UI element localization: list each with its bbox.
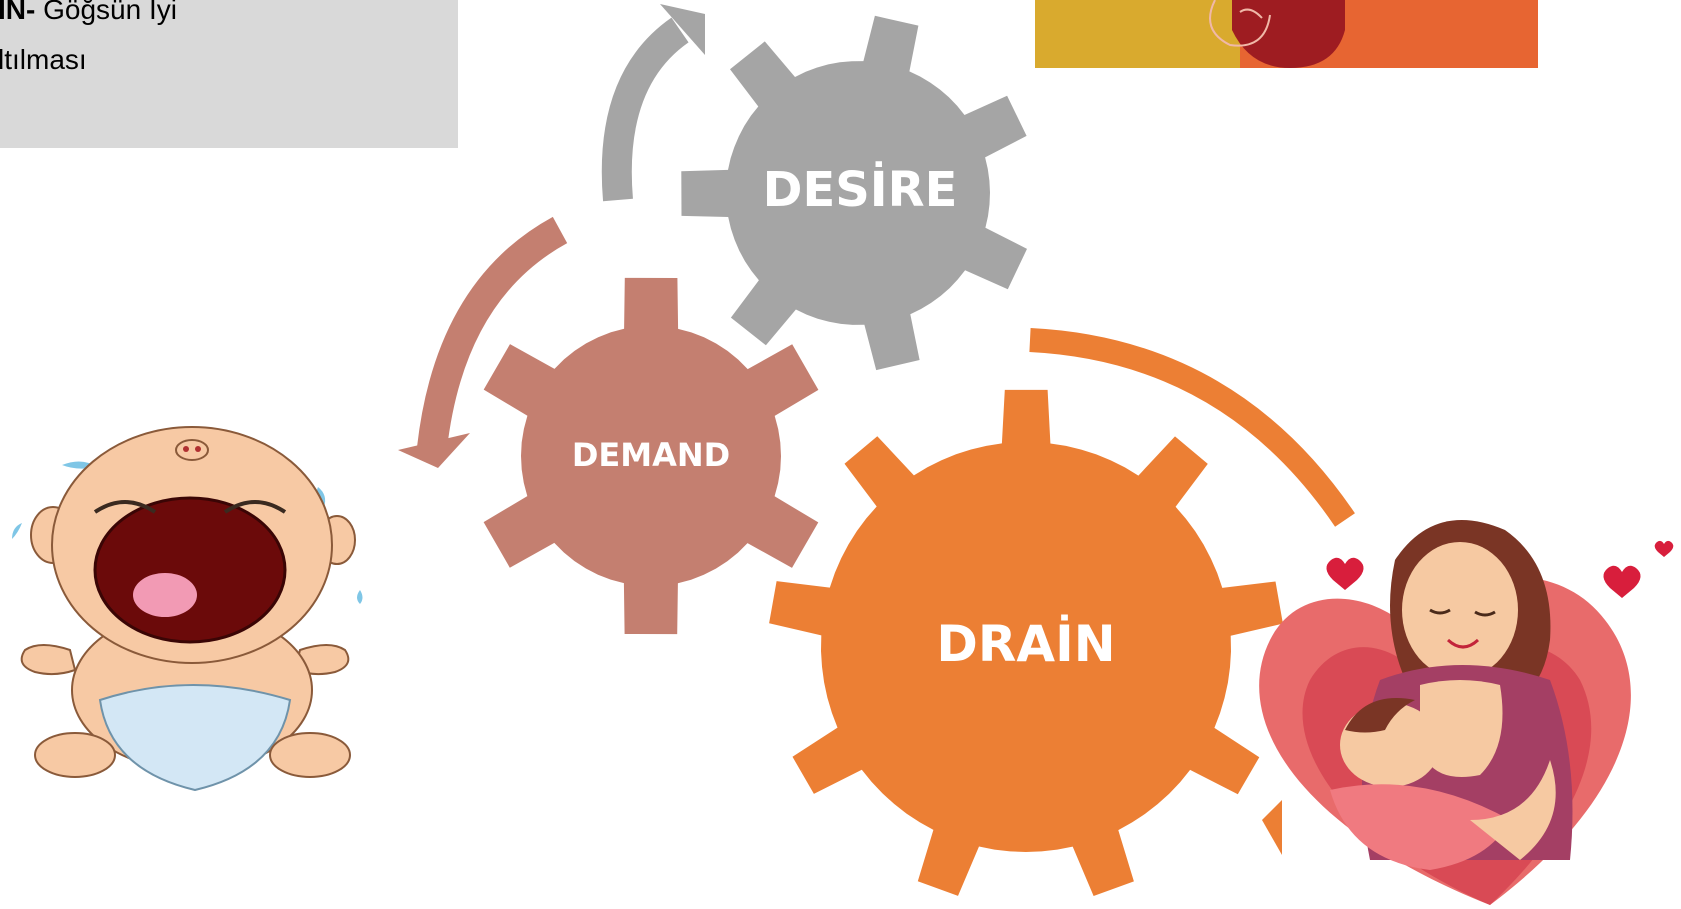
info-text-rest: Göğsün İyi — [35, 0, 177, 25]
desire-gear-label: DESİRE — [763, 161, 958, 218]
info-text-bold: IN- — [0, 0, 36, 25]
rose-cycle-arrow — [398, 216, 568, 468]
demand-gear-label: DEMAND — [572, 436, 730, 474]
info-text-box: IN- Göğsün İyi ltılması — [0, 0, 458, 148]
drain-gear: DRAİN — [769, 389, 1283, 896]
desire-gear: DESİRE — [681, 15, 1027, 371]
info-text-line-2: ltılması — [0, 44, 87, 75]
demand-gear: DEMAND — [483, 277, 819, 635]
gray-cycle-arrow — [601, 4, 705, 202]
info-text-line-1: IN- Göğsün İyi — [0, 0, 177, 26]
drain-gear-label: DRAİN — [936, 615, 1115, 673]
